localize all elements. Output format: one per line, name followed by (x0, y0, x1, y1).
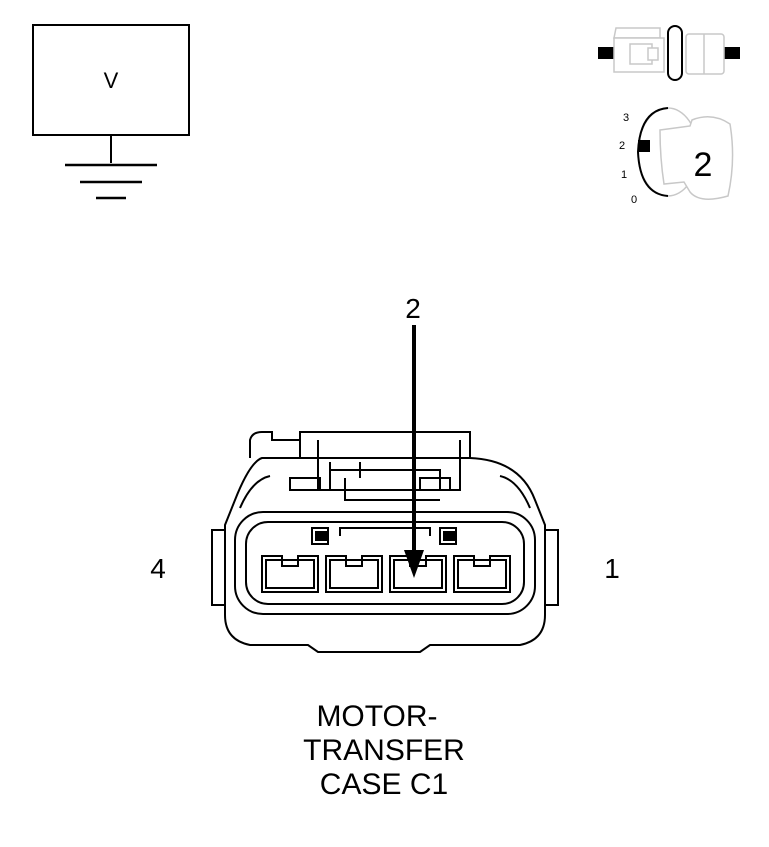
voltmeter-label: V (104, 68, 119, 93)
voltmeter-box (32, 24, 190, 136)
probe-arrow-head (404, 550, 424, 578)
connector-title-line-2: TRANSFER (303, 734, 465, 767)
connector-title-line-1: MOTOR- (316, 700, 437, 733)
connector-right-pin-label: 1 (604, 553, 620, 584)
connector-disconnected-icon (598, 25, 740, 81)
connector-title: MOTOR- TRANSFER CASE C1 (303, 700, 465, 801)
pin-cavity-4 (261, 555, 319, 593)
ignition-position-3: 3 (623, 112, 629, 124)
ignition-key-blade (659, 116, 734, 200)
ignition-position-2: 2 (619, 140, 625, 152)
connector-title-line-3: CASE C1 (320, 768, 448, 801)
ignition-position-marker (638, 140, 650, 152)
probe-pin-label: 2 (405, 293, 421, 324)
ignition-key-icon: 3 2 1 0 2 (619, 107, 734, 206)
ignition-key-label: 2 (694, 146, 713, 184)
ignition-position-1: 1 (621, 169, 627, 181)
pin-cavity-3 (325, 555, 383, 593)
pin-cavity-1 (453, 555, 511, 593)
ignition-position-0: 0 (631, 194, 637, 206)
four-pin-connector-icon (211, 431, 559, 653)
voltmeter-ground-icon: V (32, 24, 190, 200)
connector-left-pin-label: 4 (150, 553, 166, 584)
